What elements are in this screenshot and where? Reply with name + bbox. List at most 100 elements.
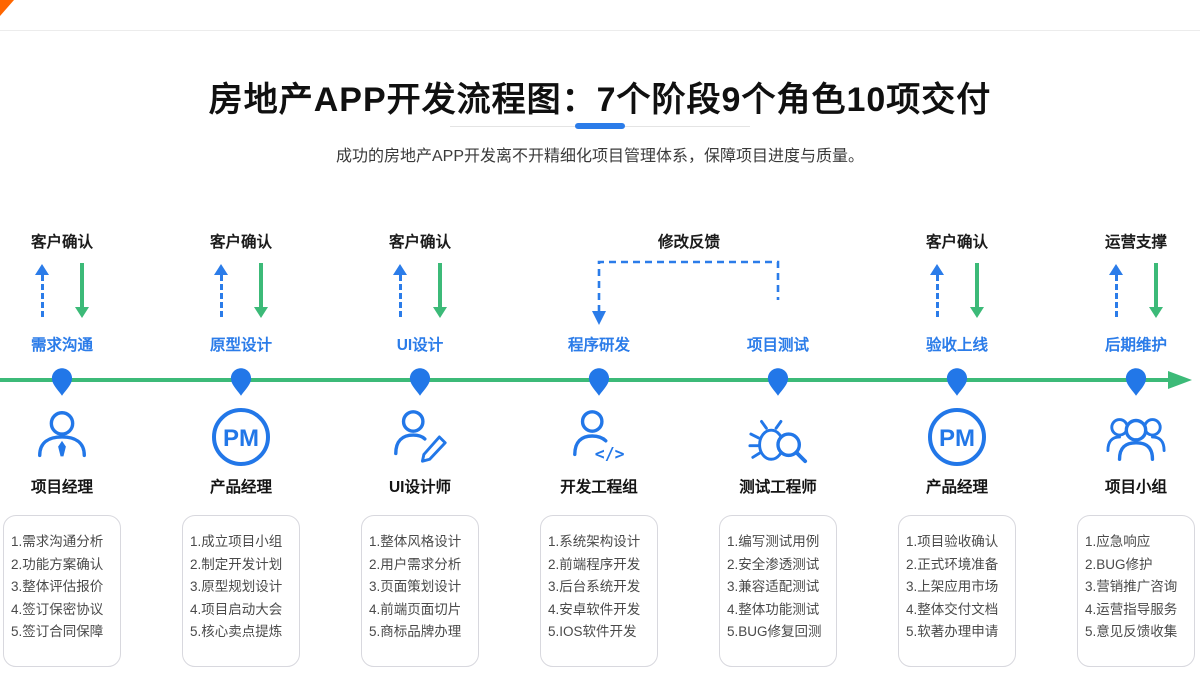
stage5-deliverables-card: 1.编写测试用例 2.安全渗透测试 3.兼容适配测试 4.整体功能测试 5.BU…: [719, 515, 837, 667]
stage4-deliverables-card: 1.系统架构设计 2.前端程序开发 3.后台系统开发 4.安卓软件开发 5.IO…: [540, 515, 658, 667]
stage2-top-label: 客户确认: [209, 234, 272, 251]
stage1-top-label: 客户确认: [30, 234, 93, 251]
deliverable-item: 3.营销推广咨询: [1085, 579, 1178, 594]
deliverable-item: 2.安全渗透测试: [727, 556, 820, 572]
stage6-arrows: [930, 263, 984, 318]
timeline-arrowhead-icon: [1168, 371, 1192, 389]
stage1-label: 需求沟通: [30, 337, 93, 354]
tester-bug-icon: [748, 420, 808, 464]
feedback-label: 修改反馈: [657, 234, 720, 251]
manager-person-icon: [38, 411, 86, 458]
deliverable-item: 3.后台系统开发: [548, 579, 641, 594]
stage6-top-label: 客户确认: [925, 234, 988, 251]
timeline-node-pin-icon: [1125, 368, 1147, 396]
dashed-up-arrow-icon: [393, 264, 407, 317]
deliverable-item: 5.核心卖点提炼: [190, 624, 283, 639]
stage-column-3: 客户确认 UI设计 UI设计师: [331, 225, 509, 690]
deliverable-item: 2.功能方案确认: [11, 556, 104, 572]
timeline-line: [0, 378, 1170, 382]
deliverable-item: 1.项目验收确认: [906, 534, 999, 549]
stage2-deliverables-card: 1.成立项目小组 2.制定开发计划 3.原型规划设计 4.项目启动大会 5.核心…: [182, 515, 300, 667]
dashed-up-arrow-icon: [930, 264, 944, 317]
deliverable-item: 5.签订合同保障: [11, 624, 104, 639]
timeline-node-pin-icon: [588, 368, 610, 396]
svg-text:PM: PM: [223, 425, 259, 452]
deliverable-item: 2.正式环境准备: [906, 556, 999, 572]
deliverable-item: 2.用户需求分析: [369, 556, 462, 572]
top-border-line: [0, 30, 1200, 31]
deliverable-item: 1.应急响应: [1085, 534, 1151, 549]
stage4-label: 程序研发: [567, 337, 630, 354]
timeline-node-pin-icon: [409, 368, 431, 396]
stage4-role-label: 开发工程组: [560, 479, 638, 496]
stage-column-7: 运营支撑 后期维护 项目小组: [1047, 225, 1200, 690]
page-subtitle: 成功的房地产APP开发离不开精细化项目管理体系，保障项目进度与质量。: [335, 148, 865, 165]
solid-down-arrow-icon: [433, 263, 447, 318]
deliverable-item: 5.IOS软件开发: [548, 624, 637, 639]
deliverable-item: 5.软著办理申请: [906, 624, 999, 639]
deliverable-item: 1.编写测试用例: [727, 534, 820, 549]
stage-column-6: 客户确认 验收上线 PM 产品经理: [868, 225, 1046, 690]
stage2-arrows: [214, 263, 268, 318]
deliverable-item: 1.需求沟通分析: [11, 534, 104, 549]
title-underline-accent: [575, 123, 625, 129]
deliverable-item: 3.上架应用市场: [906, 579, 999, 594]
solid-down-arrow-icon: [970, 263, 984, 318]
stage6-role-label: 产品经理: [925, 479, 988, 496]
stage2-label: 原型设计: [209, 337, 272, 354]
stage7-label: 后期维护: [1104, 337, 1167, 354]
stage7-arrows: [1109, 263, 1163, 318]
deliverable-item: 2.制定开发计划: [190, 556, 283, 572]
deliverable-item: 1.整体风格设计: [369, 534, 462, 549]
stage3-label: UI设计: [396, 337, 444, 354]
timeline-node-pin-icon: [767, 368, 789, 396]
stage1-arrows: [35, 263, 89, 318]
stage5-role-label: 测试工程师: [739, 479, 817, 496]
team-group-icon: [1106, 418, 1166, 461]
page-title: 房地产APP开发流程图：7个阶段9个角色10项交付: [208, 81, 992, 119]
deliverable-item: 3.兼容适配测试: [727, 579, 820, 594]
deliverable-item: 2.BUG修护: [1085, 556, 1153, 572]
deliverable-item: 4.前端页面切片: [369, 601, 462, 617]
deliverable-item: 4.签订保密协议: [11, 601, 104, 617]
stage-column-4: 程序研发 </> 开发工程组: [510, 225, 688, 690]
pm-badge-icon: PM: [212, 408, 270, 466]
stage3-arrows: [393, 263, 447, 318]
stage-column-1: 客户确认 需求沟通 项目经理: [0, 225, 151, 690]
corner-accent-mark: [0, 0, 14, 16]
deliverable-item: 4.运营指导服务: [1085, 601, 1178, 617]
stage1-role-label: 项目经理: [30, 479, 93, 496]
designer-pencil-icon: [394, 410, 447, 463]
dashed-up-arrow-icon: [1109, 264, 1123, 317]
stage1-deliverables-card: 1.需求沟通分析 2.功能方案确认 3.整体评估报价 4.签订保密协议 5.签订…: [3, 515, 121, 667]
deliverable-item: 5.BUG修复回测: [727, 624, 822, 639]
stage6-label: 验收上线: [925, 337, 988, 354]
deliverable-item: 4.整体交付文档: [906, 601, 999, 617]
deliverable-item: 5.商标品牌办理: [369, 624, 462, 639]
developer-code-icon: </>: [573, 410, 625, 463]
stage3-role-label: UI设计师: [388, 479, 451, 496]
deliverable-item: 2.前端程序开发: [548, 556, 641, 572]
deliverable-item: 3.整体评估报价: [11, 579, 104, 594]
stage-column-2: 客户确认 原型设计 PM 产品经理: [152, 225, 330, 690]
stage5-label: 项目测试: [746, 337, 809, 354]
stage6-deliverables-card: 1.项目验收确认 2.正式环境准备 3.上架应用市场 4.整体交付文档 5.软著…: [898, 515, 1016, 667]
deliverable-item: 3.页面策划设计: [369, 579, 462, 594]
deliverable-item: 5.意见反馈收集: [1085, 624, 1178, 639]
timeline-node-pin-icon: [230, 368, 252, 396]
stage7-role-label: 项目小组: [1104, 479, 1167, 496]
deliverable-item: 1.成立项目小组: [190, 534, 283, 549]
stage3-deliverables-card: 1.整体风格设计 2.用户需求分析 3.页面策划设计 4.前端页面切片 5.商标…: [361, 515, 479, 667]
svg-text:</>: </>: [595, 444, 625, 463]
deliverable-item: 4.安卓软件开发: [548, 601, 641, 617]
stage-column-5: 项目测试 测试工程师: [689, 225, 867, 690]
svg-text:PM: PM: [939, 425, 975, 452]
title-underline: [0, 123, 1200, 129]
dashed-up-arrow-icon: [35, 264, 49, 317]
solid-down-arrow-icon: [1149, 263, 1163, 318]
deliverable-item: 1.系统架构设计: [548, 534, 641, 549]
stage3-top-label: 客户确认: [388, 234, 451, 251]
deliverable-item: 4.项目启动大会: [190, 601, 283, 617]
pm-badge-icon: PM: [928, 408, 986, 466]
